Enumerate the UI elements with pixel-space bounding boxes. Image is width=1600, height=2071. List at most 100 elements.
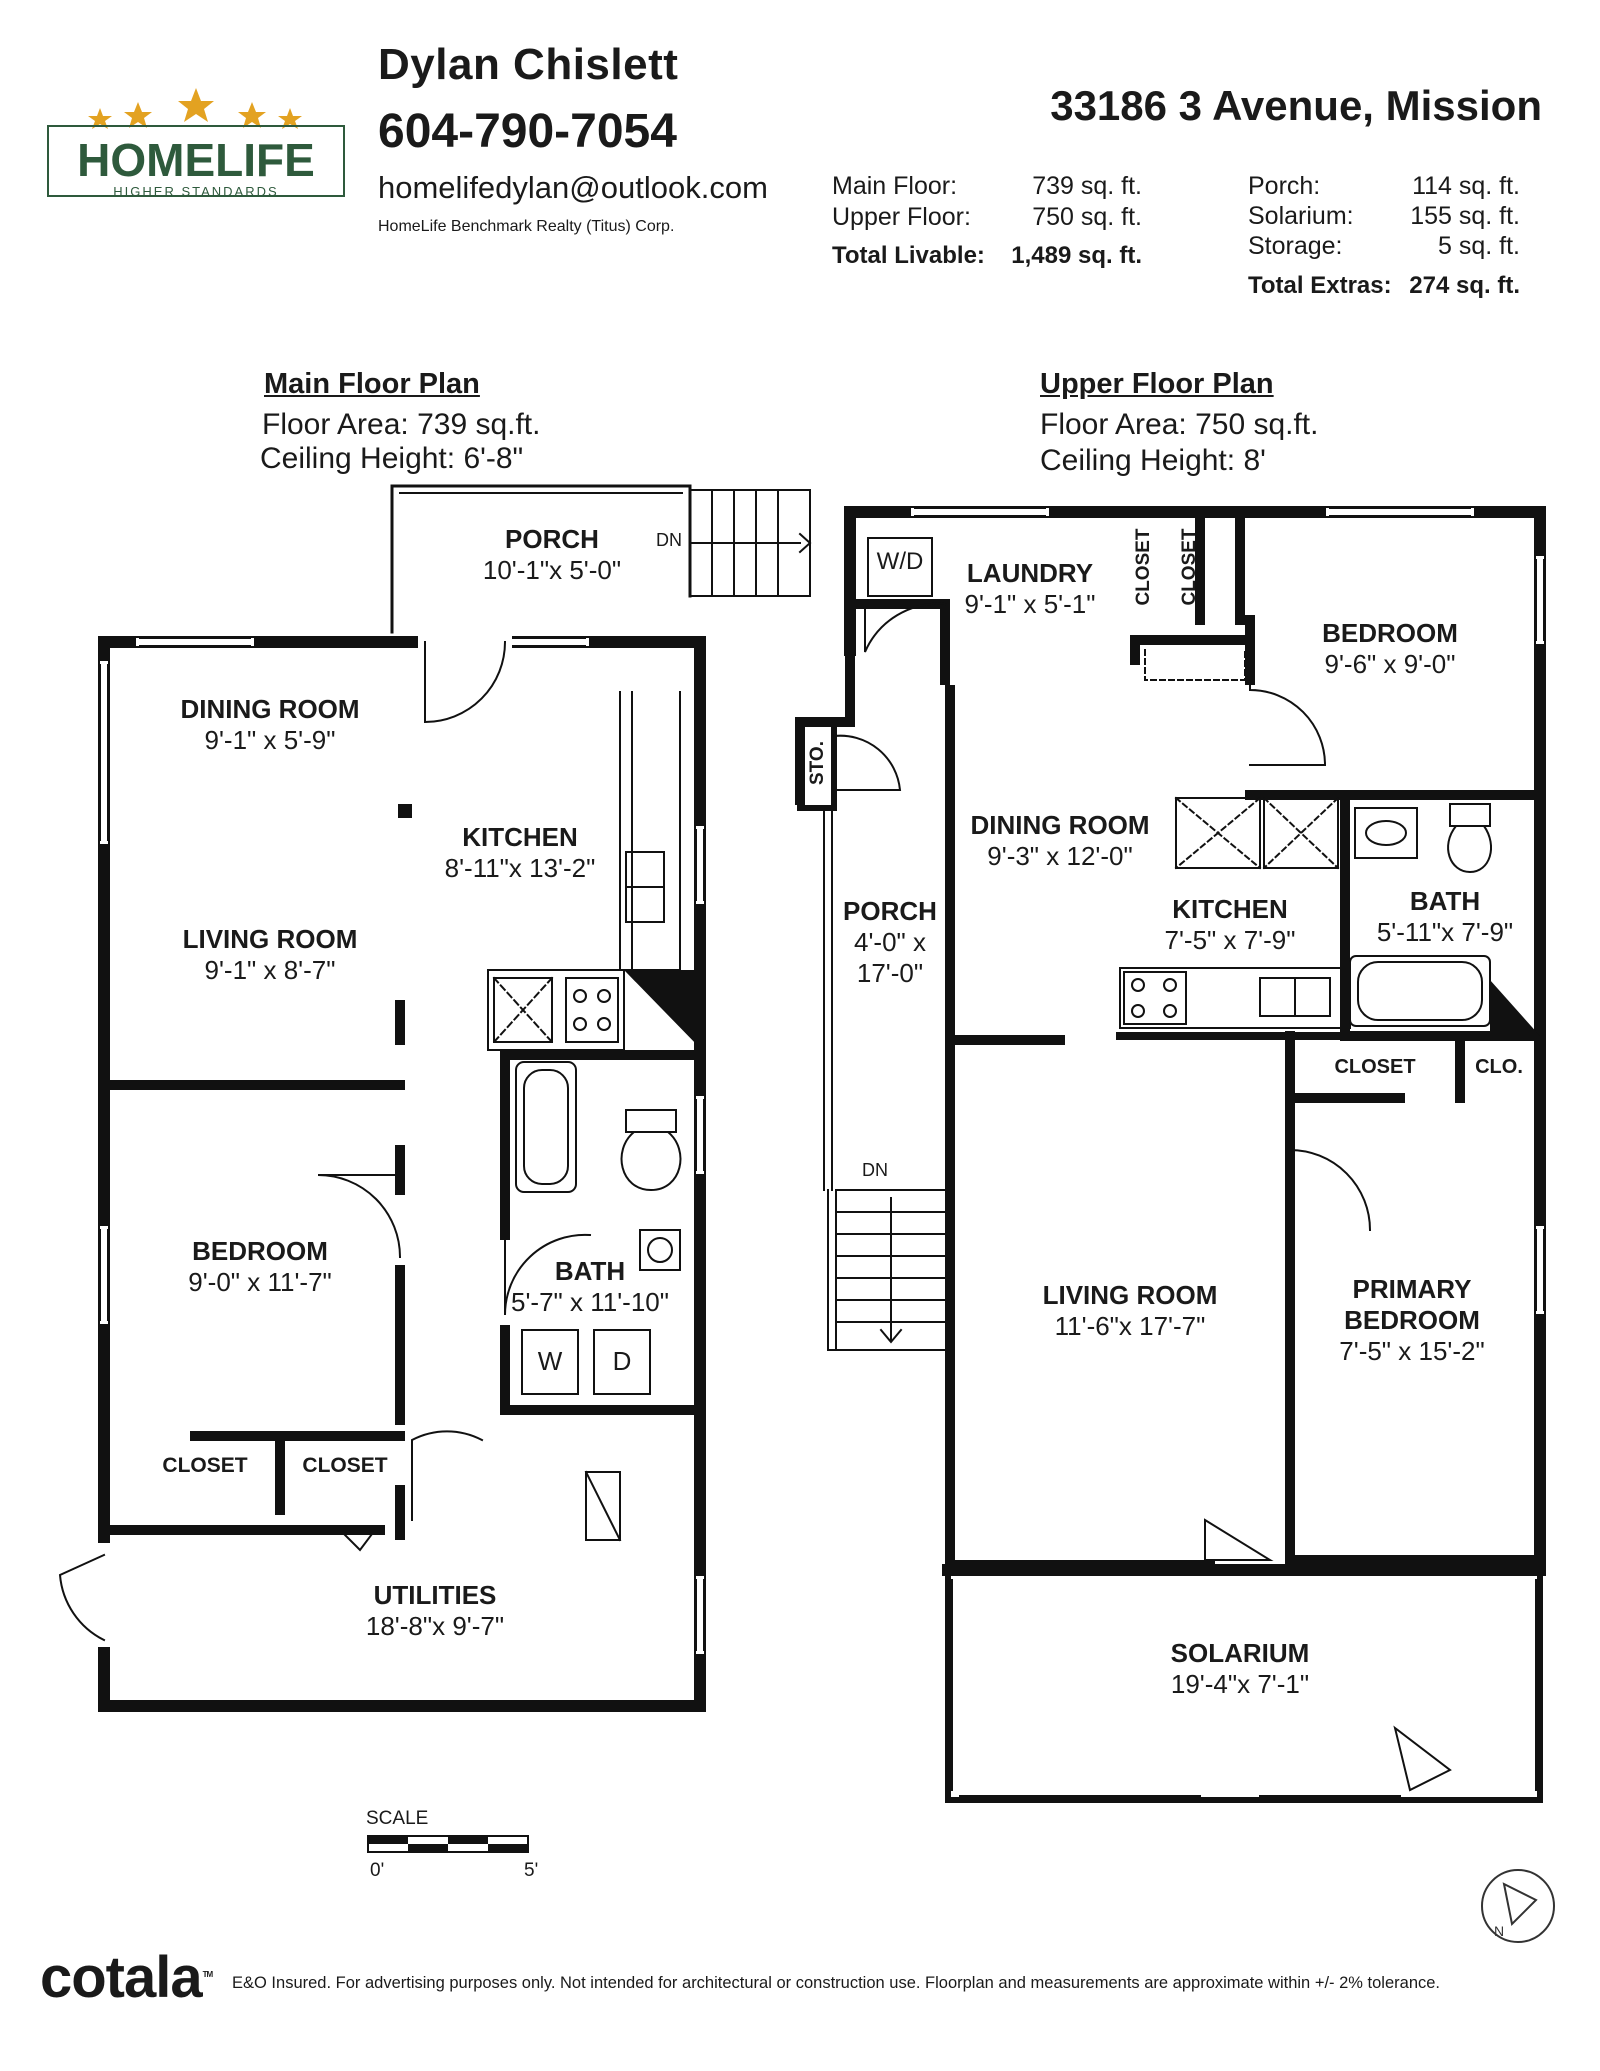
room-name: LAUNDRY: [966, 558, 1094, 588]
main-bedroom-label: BEDROOM 9'-0" x 11'-7": [140, 1236, 380, 1298]
agent-phone[interactable]: 604-790-7054: [378, 105, 677, 158]
logo-tagline: HIGHER STANDARDS: [113, 184, 278, 199]
upper-floor-title: Upper Floor Plan: [1040, 368, 1274, 400]
room-dims: 19'-4"x 7'-1": [1170, 1669, 1310, 1699]
upper-clo: CLO.: [1475, 1056, 1523, 1078]
room-dims: 9'-6" x 9'-0": [1324, 649, 1456, 679]
main-living-label: LIVING ROOM 9'-1" x 8'-7": [140, 924, 400, 986]
room-dims: 17'-0": [856, 958, 924, 988]
room-dims: 5'-7" x 11'-10": [511, 1287, 669, 1317]
room-dims: 7'-5" x 15'-2": [1339, 1336, 1485, 1366]
upper-laundry-label: LAUNDRY 9'-1" x 5'-1": [945, 558, 1115, 620]
area-value: 750 sq. ft.: [1032, 203, 1142, 231]
upper-stairs-label: DN: [862, 1160, 888, 1180]
area-value: 114 sq. ft.: [1412, 172, 1520, 200]
cotala-wordmark: cotala: [40, 1945, 203, 2010]
upper-living-label: LIVING ROOM 11'-6"x 17'-7": [1010, 1280, 1250, 1342]
room-dims: 9'-1" x 5'-1": [964, 589, 1096, 619]
main-floor-ceiling: Ceiling Height: 6'-8": [260, 442, 524, 475]
upper-closet-b: CLOSET: [1179, 528, 1200, 606]
upper-solarium-label: SOLARIUM 19'-4"x 7'-1": [1120, 1638, 1360, 1700]
room-dims: 11'-6"x 17'-7": [1054, 1311, 1206, 1341]
upper-bath-label: BATH 5'-11"x 7'-9": [1355, 886, 1535, 948]
total-extras-value: 274 sq. ft.: [1409, 272, 1520, 299]
room-name: PORCH: [505, 524, 599, 554]
agent-email[interactable]: homelifedylan@outlook.com: [378, 170, 768, 205]
cotala-logo: cotalaTM: [40, 1944, 214, 2011]
washer-label: W: [537, 1346, 563, 1376]
total-extras-label: Total Extras:: [1248, 272, 1392, 299]
livable-area-table: Main Floor: 739 sq. ft. Upper Floor: 750…: [832, 172, 1142, 282]
room-name: DINING ROOM: [180, 694, 360, 724]
logo-word: HOMELIFE: [77, 134, 315, 186]
room-name: LIVING ROOM: [1042, 1280, 1218, 1310]
total-livable-value: 1,489 sq. ft.: [1011, 242, 1142, 269]
area-label: Storage:: [1248, 232, 1343, 260]
footer-disclaimer: E&O Insured. For advertising purposes on…: [232, 1974, 1441, 1992]
porch-stairs-label: DN: [656, 530, 682, 550]
room-name: KITCHEN: [462, 822, 578, 852]
area-label: Main Floor:: [832, 172, 958, 200]
room-name: LIVING ROOM: [182, 924, 358, 954]
upper-floor-area: Floor Area: 750 sq.ft.: [1040, 408, 1319, 441]
north-arrow-icon: N: [1481, 1869, 1555, 1943]
upper-kitchen-label: KITCHEN 7'-5" x 7'-9": [1130, 894, 1330, 956]
scale-end: 5': [524, 1860, 539, 1881]
room-name: UTILITIES: [373, 1580, 497, 1610]
area-value: 5 sq. ft.: [1438, 232, 1520, 260]
room-name: PRIMARY: [1352, 1274, 1472, 1304]
room-dims: 9'-3" x 12'-0": [987, 841, 1133, 871]
area-label: Porch:: [1248, 172, 1321, 200]
room-dims: 9'-0" x 11'-7": [188, 1267, 332, 1297]
upper-porch-label: PORCH 4'-0" x 17'-0": [830, 896, 950, 989]
upper-bedroom-label: BEDROOM 9'-6" x 9'-0": [1290, 618, 1490, 680]
main-utilities-label: UTILITIES 18'-8"x 9'-7": [320, 1580, 550, 1642]
main-floor-title: Main Floor Plan: [264, 368, 480, 400]
upper-dining-label: DINING ROOM 9'-3" x 12'-0": [955, 810, 1165, 872]
upper-closet-c: CLOSET: [1334, 1056, 1416, 1078]
star-icon: [88, 88, 302, 129]
room-name: BEDROOM: [1322, 618, 1458, 648]
room-name: PORCH: [843, 896, 937, 926]
compass-north-label: N: [1494, 1923, 1504, 1939]
agent-name: Dylan Chislett: [378, 40, 679, 89]
area-value: 155 sq. ft.: [1410, 202, 1520, 230]
extras-area-table: Porch: 114 sq. ft. Solarium: 155 sq. ft.…: [1248, 172, 1520, 312]
upper-floor-ceiling: Ceiling Height: 8': [1040, 444, 1266, 477]
main-floor-area: Floor Area: 739 sq.ft.: [262, 408, 541, 441]
main-closet-2: CLOSET: [302, 1454, 388, 1477]
upper-primary-label: PRIMARY BEDROOM 7'-5" x 15'-2": [1312, 1274, 1512, 1367]
room-name: BEDROOM: [1344, 1305, 1480, 1335]
area-label: Upper Floor:: [832, 203, 971, 231]
upper-storage-label: STO.: [807, 741, 828, 785]
scale-start: 0': [370, 1860, 385, 1881]
room-name: SOLARIUM: [1170, 1638, 1310, 1668]
cotala-trademark: TM: [202, 1969, 214, 1979]
room-name: BEDROOM: [192, 1236, 328, 1266]
room-dims: 9'-1" x 8'-7": [204, 955, 336, 985]
total-livable-label: Total Livable:: [832, 242, 985, 269]
main-closet-1: CLOSET: [162, 1454, 248, 1477]
agent-brokerage: HomeLife Benchmark Realty (Titus) Corp.: [378, 218, 675, 235]
room-name: KITCHEN: [1172, 894, 1288, 924]
dryer-label: D: [612, 1346, 632, 1376]
scale-label: SCALE: [366, 1808, 429, 1829]
main-porch-label: PORCH 10'-1"x 5'-0": [452, 524, 652, 586]
room-dims: 10'-1"x 5'-0": [482, 555, 622, 585]
main-kitchen-label: KITCHEN 8'-11"x 13'-2": [420, 822, 620, 884]
washer-dryer-label: W/D: [876, 548, 924, 575]
upper-closet-a: CLOSET: [1133, 528, 1154, 606]
room-dims: 18'-8"x 9'-7": [365, 1611, 505, 1641]
room-dims: 7'-5" x 7'-9": [1164, 925, 1296, 955]
room-name: DINING ROOM: [970, 810, 1150, 840]
main-floor-plan: [58, 484, 812, 1712]
room-name: BATH: [554, 1256, 626, 1286]
area-label: Solarium:: [1248, 202, 1354, 230]
area-value: 739 sq. ft.: [1032, 172, 1142, 200]
homelife-logo: HOMELIFE HIGHER STANDARDS: [46, 88, 346, 208]
main-dining-label: DINING ROOM 9'-1" x 5'-9": [140, 694, 400, 756]
room-dims: 5'-11"x 7'-9": [1376, 917, 1514, 947]
room-dims: 4'-0" x: [854, 927, 926, 957]
scale-bar: [367, 1835, 529, 1853]
